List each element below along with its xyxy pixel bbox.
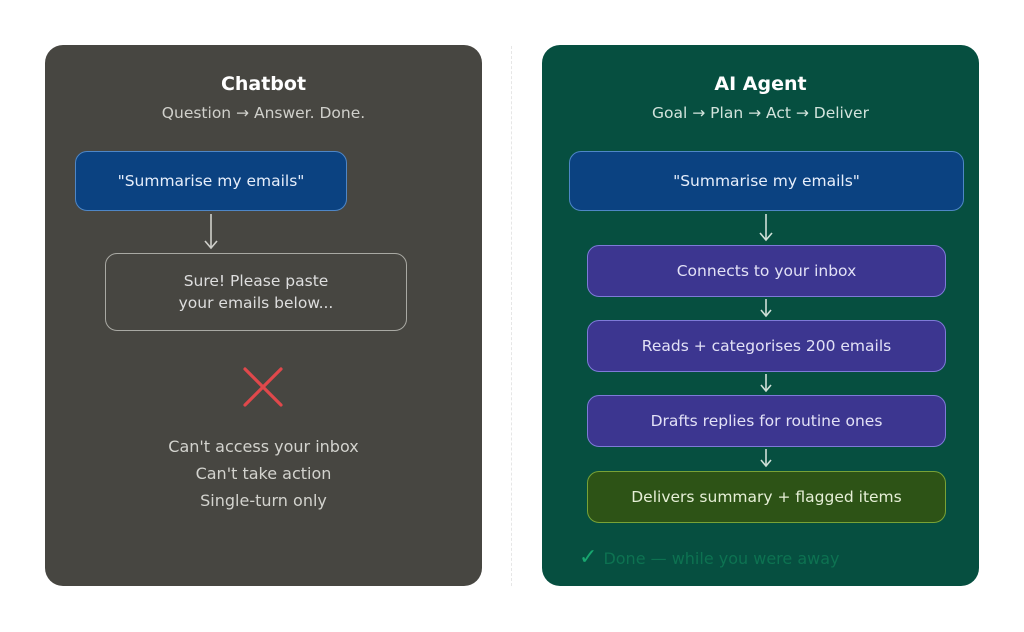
arrow-down-icon: [758, 449, 774, 468]
cross-icon: [242, 366, 284, 408]
agent-step-draft: Drafts replies for routine ones: [587, 395, 946, 447]
check-icon: ✓: [579, 545, 598, 570]
agent-step-connect: Connects to your inbox: [587, 245, 946, 297]
limitation-item: Can't access your inbox: [168, 437, 359, 456]
agent-step-text: Reads + categorises 200 emails: [641, 337, 892, 355]
agent-subtitle: Goal → Plan → Act → Deliver: [652, 104, 869, 122]
limitation-item: Single-turn only: [200, 491, 327, 510]
agent-step-text: Connects to your inbox: [676, 262, 857, 280]
chatbot-prompt-text: "Summarise my emails": [117, 172, 305, 190]
agent-step-deliver: Delivers summary + flagged items: [587, 471, 946, 523]
chatbot-reply-line2: your emails below...: [178, 294, 334, 312]
agent-done-text: Done — while you were away: [603, 548, 840, 568]
chatbot-panel: Chatbot Question → Answer. Done.: [45, 45, 482, 586]
limitation-item: Can't take action: [195, 464, 332, 483]
agent-step-text: Drafts replies for routine ones: [650, 412, 883, 430]
chatbot-subtitle: Question → Answer. Done.: [161, 104, 366, 122]
arrow-down-icon: [203, 214, 219, 250]
chatbot-prompt-box: "Summarise my emails": [75, 151, 347, 211]
agent-prompt-box: "Summarise my emails": [569, 151, 964, 211]
chatbot-reply-box: Sure! Please paste your emails below...: [105, 253, 407, 331]
chatbot-limitations: Can't access your inbox Can't take actio…: [45, 433, 482, 514]
agent-done-line: ✓ Done — while you were away: [579, 547, 839, 569]
agent-step-text: Delivers summary + flagged items: [631, 488, 902, 506]
arrow-down-icon: [758, 214, 774, 242]
agent-prompt-text: "Summarise my emails": [673, 172, 860, 190]
center-divider: [511, 46, 512, 586]
chatbot-title: Chatbot: [220, 73, 307, 95]
agent-step-read: Reads + categorises 200 emails: [587, 320, 946, 372]
arrow-down-icon: [758, 299, 774, 318]
chatbot-reply-line1: Sure! Please paste: [183, 272, 329, 290]
agent-title: AI Agent: [714, 73, 807, 95]
arrow-down-icon: [758, 374, 774, 393]
